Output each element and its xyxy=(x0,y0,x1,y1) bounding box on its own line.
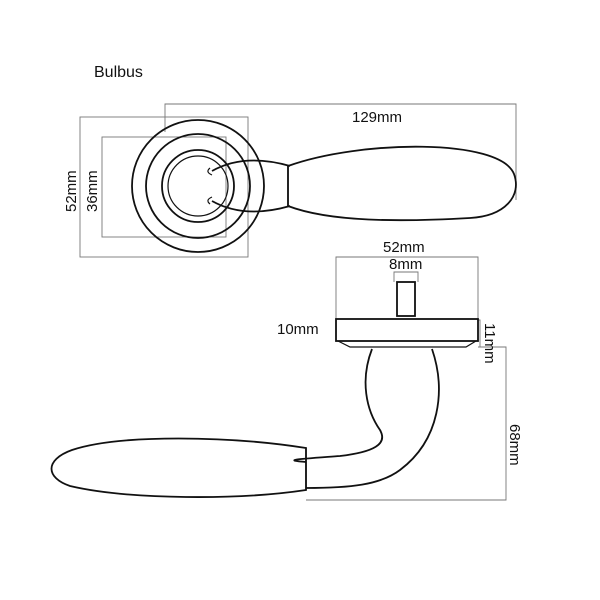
top-view xyxy=(79,103,517,258)
projection-label: 68mm xyxy=(506,424,523,466)
neck-detail-top xyxy=(207,167,213,176)
rose-inner-circle xyxy=(161,149,235,223)
rose-outer-dimension-frame xyxy=(79,116,249,258)
rose-plate xyxy=(335,318,479,342)
rose-outer-label: 52mm xyxy=(63,170,80,212)
lever-body-top xyxy=(287,145,517,222)
rose-width-dimension-frame xyxy=(335,256,479,320)
rose-thickness-left-label: 10mm xyxy=(277,321,319,338)
rose-outer-circle xyxy=(131,119,265,253)
rose-thickness-right-label: 11mm xyxy=(481,323,498,364)
rose-inner-label: 36mm xyxy=(84,170,101,212)
handle-neck-front xyxy=(293,348,383,463)
handle-neck-bottom xyxy=(211,200,291,213)
spindle-dimension-frame xyxy=(393,271,419,282)
length-label: 129mm xyxy=(352,109,402,126)
spindle-label: 8mm xyxy=(389,256,422,273)
length-dimension-frame xyxy=(164,103,517,200)
rose-middle-circle xyxy=(145,133,251,239)
rose-boss-circle xyxy=(167,155,229,217)
rose-inner-dimension-frame xyxy=(101,136,227,238)
rose-thickness-right-frame xyxy=(478,319,481,348)
handle-neck-top xyxy=(211,159,291,172)
rose-width-label: 52mm xyxy=(383,239,425,256)
neck-detail-bottom xyxy=(207,196,213,205)
handle-neck-back xyxy=(305,348,440,489)
lever-body-side xyxy=(50,437,307,498)
rose-base-bevel xyxy=(337,340,477,348)
spindle-square xyxy=(396,281,416,317)
side-view xyxy=(50,256,507,501)
projection-dimension-frame xyxy=(306,346,507,501)
product-title: Bulbus xyxy=(94,64,143,81)
